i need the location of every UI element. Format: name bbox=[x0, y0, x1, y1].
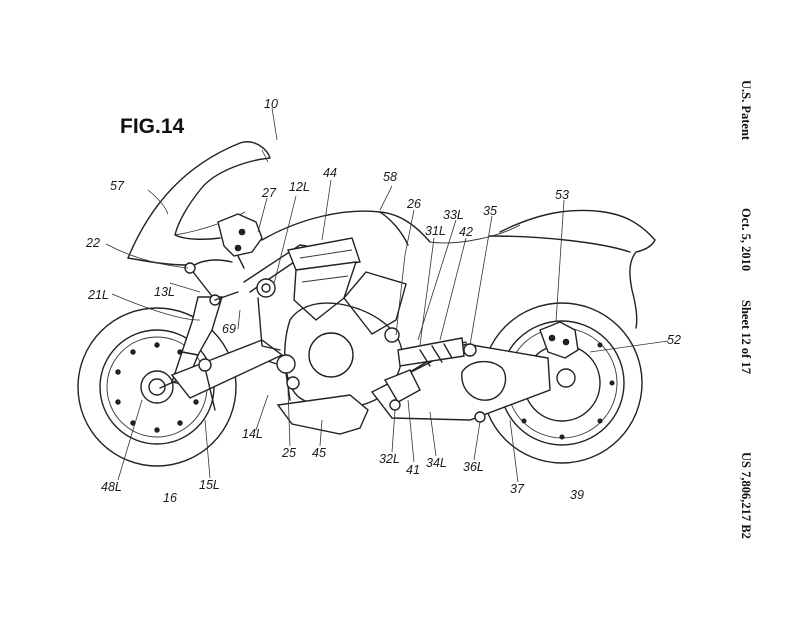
exhaust-system bbox=[276, 354, 369, 435]
main-frame bbox=[243, 244, 331, 351]
ref-label-58: 58 bbox=[383, 170, 397, 184]
ref-label-22: 22 bbox=[85, 236, 100, 250]
ref-label-53: 53 bbox=[555, 188, 569, 202]
front-swing-arm bbox=[170, 339, 284, 411]
patent-header-vertical: U.S. Patent Oct. 5, 2010 Sheet 12 of 17 … bbox=[739, 80, 753, 539]
rear-shock bbox=[397, 337, 465, 367]
ref-label-26: 26 bbox=[406, 197, 421, 211]
patent-sheet: Sheet 12 of 17 bbox=[739, 300, 753, 374]
patent-date: Oct. 5, 2010 bbox=[739, 208, 753, 271]
ref-label-45: 45 bbox=[312, 446, 326, 460]
ref-label-44: 44 bbox=[323, 166, 337, 180]
ref-label-57: 57 bbox=[110, 179, 125, 193]
ref-label-27: 27 bbox=[261, 186, 277, 200]
tail-cowl bbox=[489, 209, 656, 329]
ref-label-25: 25 bbox=[281, 446, 296, 460]
ref-label-31l: 31L bbox=[425, 224, 446, 238]
ref-label-32l: 32L bbox=[379, 452, 400, 466]
leader-lines bbox=[105, 107, 669, 483]
ref-label-36l: 36L bbox=[463, 460, 484, 474]
ref-label-41: 41 bbox=[406, 463, 420, 477]
ref-label-12l: 12L bbox=[289, 180, 310, 194]
ref-label-10: 10 bbox=[264, 97, 278, 111]
ref-label-48l: 48L bbox=[101, 480, 122, 494]
ref-label-13l: 13L bbox=[154, 285, 175, 299]
ref-label-37: 37 bbox=[510, 482, 525, 496]
handlebar bbox=[217, 213, 263, 269]
ref-label-42: 42 bbox=[459, 225, 473, 239]
ref-label-52: 52 bbox=[667, 333, 681, 347]
rear-swing-arm bbox=[370, 341, 551, 423]
ref-label-14l: 14L bbox=[242, 427, 263, 441]
ref-label-16: 16 bbox=[163, 491, 177, 505]
ref-label-69: 69 bbox=[222, 322, 236, 336]
ref-label-33l: 33L bbox=[443, 208, 464, 222]
ref-label-35: 35 bbox=[483, 204, 497, 218]
patent-office: U.S. Patent bbox=[739, 80, 753, 141]
ref-label-15l: 15L bbox=[199, 478, 220, 492]
ref-label-21l: 21L bbox=[87, 288, 109, 302]
fuel-tank-body bbox=[261, 210, 521, 246]
ref-label-34l: 34L bbox=[426, 456, 447, 470]
engine-cylinders bbox=[287, 237, 407, 335]
patent-number: US 7,806,217 B2 bbox=[739, 452, 753, 539]
ref-label-39: 39 bbox=[570, 488, 584, 502]
figure-title: FIG.14 bbox=[120, 115, 185, 138]
